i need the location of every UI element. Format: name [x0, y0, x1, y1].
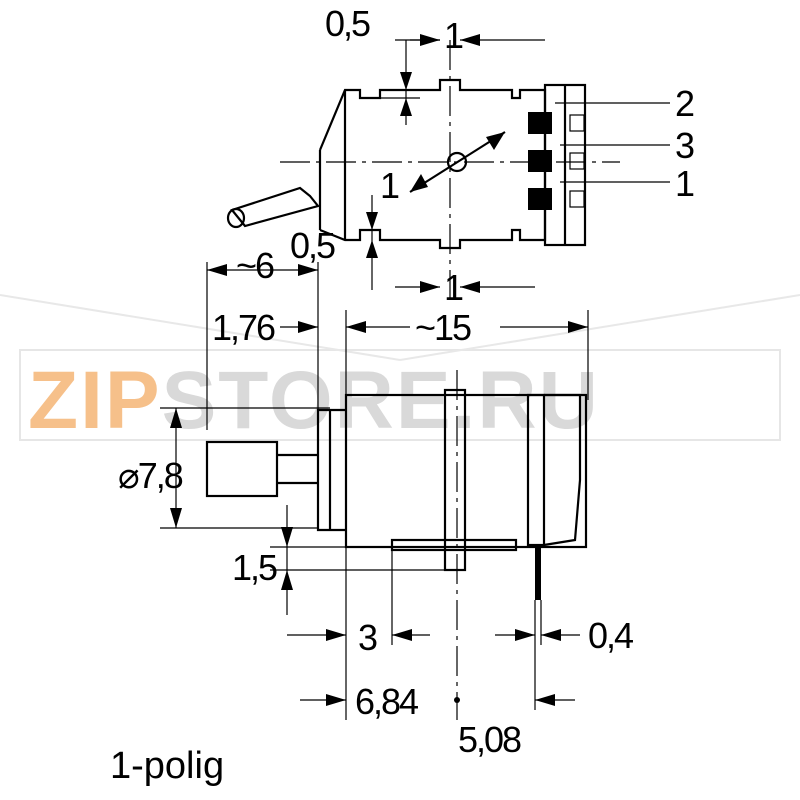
dim-diameter: ⌀7,8 — [118, 455, 183, 496]
dim-pos-a: 6,84 — [355, 681, 418, 722]
caption: 1-polig — [110, 745, 224, 787]
terminal-3 — [528, 150, 552, 172]
side-bottom-rail — [390, 538, 518, 552]
switch-label: 1 — [380, 165, 399, 206]
dim-bottom-width: 1 — [444, 267, 463, 308]
terminal-1 — [528, 188, 552, 210]
dim-body-length: ~15 — [415, 307, 471, 348]
watermark-part2: STORE.RU — [162, 355, 600, 446]
dim-pin-thickness: 0,4 — [588, 615, 633, 656]
side-pin — [535, 545, 541, 600]
dim-tab-height: 1,5 — [232, 547, 277, 588]
watermark-frame — [19, 349, 781, 441]
dim-collar: 3 — [358, 617, 377, 658]
top-view: 1 2 3 1 0,5 1 0,5 1 — [226, 3, 696, 308]
dim-pos-b: 5,08 — [458, 719, 521, 760]
side-view: ~6 1,76 ~15 ⌀7,8 — [118, 245, 635, 760]
dim-shaft-protrusion: 1,76 — [212, 307, 275, 348]
terminal-label-3: 3 — [675, 125, 694, 166]
watermark-zip: ZIPSTORE.RU — [28, 355, 600, 446]
dim-top-width: 1 — [444, 15, 463, 56]
top-body-outline — [318, 78, 547, 250]
terminal-label-1: 1 — [675, 163, 694, 204]
watermark: ZIPSTORE.RU — [0, 294, 800, 446]
watermark-part1: ZIP — [28, 355, 162, 446]
dim-diameter-prefix: ⌀ — [118, 455, 139, 496]
side-flange — [316, 408, 346, 532]
dim-lever-length: ~6 — [236, 245, 274, 286]
dim-bottom-offset: 0,5 — [290, 225, 335, 266]
terminal-2 — [528, 112, 552, 134]
dim-top-offset: 0,5 — [325, 3, 370, 44]
side-center-tab — [443, 388, 467, 572]
side-shaft — [205, 440, 279, 498]
terminal-label-2: 2 — [675, 83, 694, 124]
pivot — [446, 151, 468, 173]
dim-diameter-value: 7,8 — [138, 455, 183, 496]
top-lever — [230, 186, 320, 228]
